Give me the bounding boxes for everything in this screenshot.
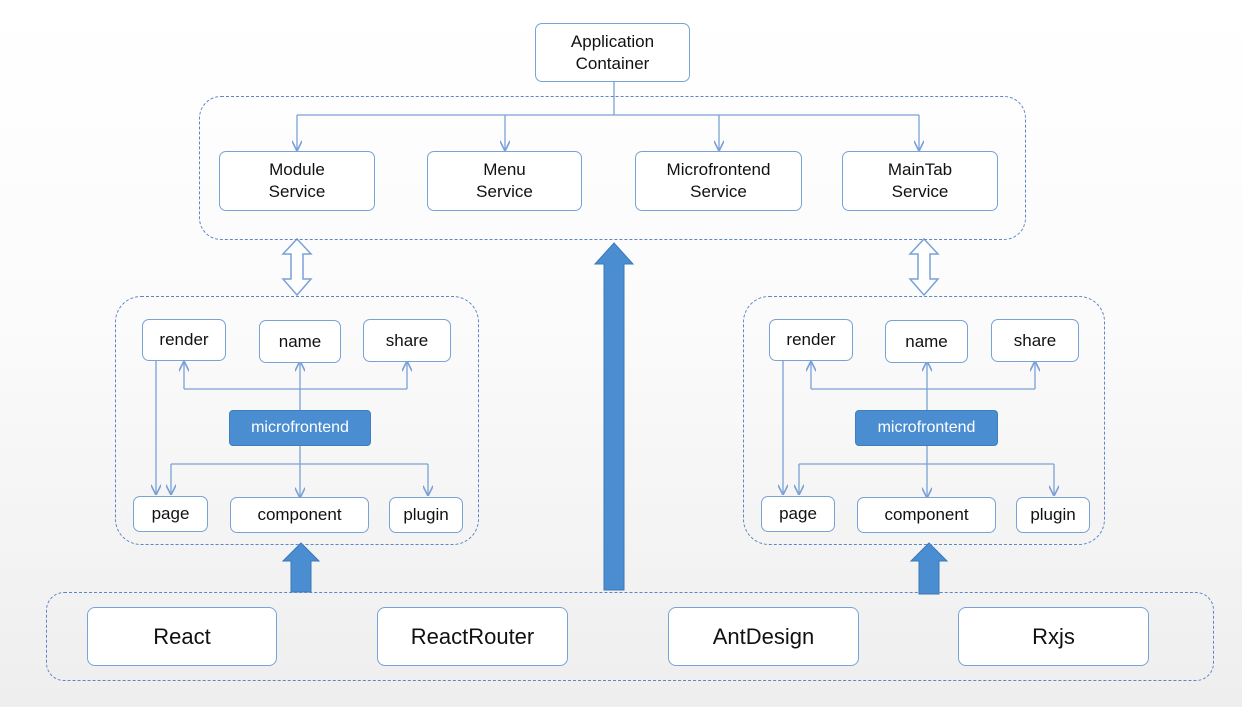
left-mf-links — [156, 360, 428, 497]
right-name-node: name — [885, 320, 968, 363]
right-microfrontend-core-node: microfrontend — [855, 410, 998, 446]
left-component-node: component — [230, 497, 369, 533]
menu-service-node: Menu Service — [427, 151, 582, 211]
services-group — [199, 96, 1026, 240]
module-service-node: Module Service — [219, 151, 375, 211]
right-bidirectional-arrow — [908, 237, 940, 297]
left-up-arrow — [281, 542, 321, 593]
left-microfrontend-core-node: microfrontend — [229, 410, 371, 446]
root-to-services-links — [297, 82, 919, 150]
application-container-node: Application Container — [535, 23, 690, 82]
center-up-arrow — [593, 242, 635, 591]
libraries-group — [46, 592, 1214, 681]
left-name-node: name — [259, 320, 341, 363]
rxjs-library-node: Rxjs — [958, 607, 1149, 666]
reactrouter-library-node: ReactRouter — [377, 607, 568, 666]
left-microfrontend-group — [115, 296, 479, 545]
right-share-node: share — [991, 319, 1079, 362]
right-up-arrow — [909, 542, 949, 595]
right-render-node: render — [769, 319, 853, 361]
right-mf-links — [783, 360, 1054, 497]
right-plugin-node: plugin — [1016, 497, 1090, 533]
right-page-node: page — [761, 496, 835, 532]
microfrontend-service-node: Microfrontend Service — [635, 151, 802, 211]
left-plugin-node: plugin — [389, 497, 463, 533]
react-library-node: React — [87, 607, 277, 666]
maintab-service-node: MainTab Service — [842, 151, 998, 211]
left-bidirectional-arrow — [281, 237, 313, 297]
right-component-node: component — [857, 497, 996, 533]
left-page-node: page — [133, 496, 208, 532]
antdesign-library-node: AntDesign — [668, 607, 859, 666]
left-render-node: render — [142, 319, 226, 361]
right-microfrontend-group — [743, 296, 1105, 545]
left-share-node: share — [363, 319, 451, 362]
